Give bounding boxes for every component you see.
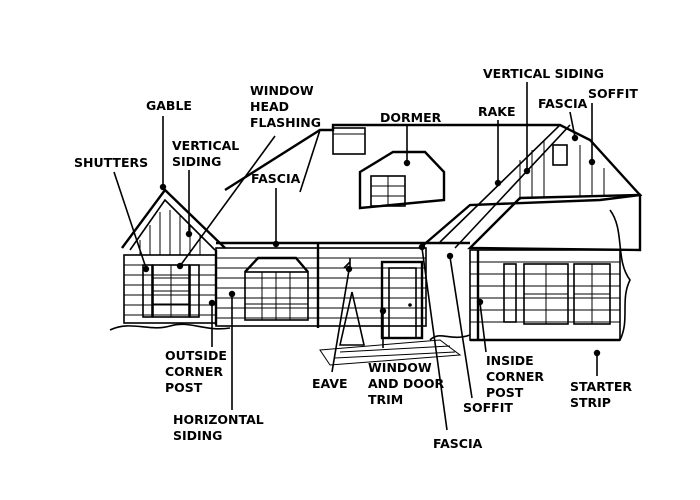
label-rake: RAKE <box>478 104 516 119</box>
main-wall-face <box>215 247 427 327</box>
right-wing <box>467 193 642 342</box>
dot-vertical-siding-left <box>185 230 193 238</box>
dormer-outline <box>358 150 446 210</box>
dot-outside-corner-post <box>208 299 216 307</box>
label-fascia-bottom: FASCIA <box>433 436 483 451</box>
leader-fascia-top <box>569 111 576 138</box>
leader-soffit-bottom <box>449 256 473 399</box>
label-window-door-trim-3: TRIM <box>368 392 403 407</box>
leader-lines <box>113 82 601 431</box>
dot-starter-strip <box>593 349 601 357</box>
label-eave: EAVE <box>312 376 348 391</box>
label-outside-corner-post-2: CORNER <box>165 364 223 379</box>
label-soffit-bottom: SOFFIT <box>463 400 513 415</box>
dormer-structure <box>358 150 446 210</box>
chimney <box>332 127 366 155</box>
dot-dormer <box>403 159 411 167</box>
left-shrubs <box>109 323 231 331</box>
house-illustration <box>109 123 643 366</box>
label-window-door-trim-1: WINDOW <box>368 360 432 375</box>
door-knob <box>408 303 412 307</box>
mid-shrubs <box>429 334 471 341</box>
leader-shutters <box>113 171 147 269</box>
landscaping <box>109 209 631 366</box>
front-walkway <box>319 339 462 366</box>
labels: GABLE WINDOW HEAD FLASHING DORMER VERTIC… <box>74 66 638 451</box>
front-door <box>388 267 417 339</box>
dot-eave <box>345 265 353 273</box>
leader-fascia-bottom <box>421 247 448 431</box>
right-shutter-left <box>503 263 517 323</box>
main-wall <box>215 241 470 340</box>
label-outside-corner-post-3: POST <box>165 380 203 395</box>
shutter-left <box>142 264 153 318</box>
label-dormer: DORMER <box>380 110 442 125</box>
walkway-stone-1 <box>339 345 451 353</box>
label-window-head-flashing-3: FLASHING <box>250 115 321 130</box>
dot-fascia-bottom <box>418 243 426 251</box>
left-gable-wing <box>121 188 226 325</box>
left-gable-inner <box>129 198 216 251</box>
label-outside-corner-post-1: OUTSIDE <box>165 348 227 363</box>
rake-edge-inner <box>454 124 571 249</box>
label-soffit-top: SOFFIT <box>588 86 638 101</box>
dot-window-door-trim <box>379 307 387 315</box>
leader-window-head-flashing <box>179 135 276 267</box>
dot-vertical-siding-top <box>523 167 531 175</box>
main-roof-outline <box>224 123 643 249</box>
dot-gable <box>159 183 167 191</box>
label-window-head-flashing-1: WINDOW <box>250 83 314 98</box>
label-window-door-trim-2: AND DOOR <box>368 376 444 391</box>
dot-inside-corner-post <box>476 298 484 306</box>
label-inside-corner-post-3: POST <box>486 385 524 400</box>
front-shrub <box>338 291 366 346</box>
dot-fascia-top <box>571 134 579 142</box>
label-shutters: SHUTTERS <box>74 155 148 170</box>
label-window-head-flashing-2: HEAD <box>250 99 289 114</box>
leader-eave <box>331 269 350 373</box>
dot-horizontal-siding <box>228 290 236 298</box>
bay-window-head <box>244 256 309 273</box>
dot-fascia-mid <box>272 240 280 248</box>
left-gable-roof <box>121 188 226 249</box>
dot-soffit-bottom <box>446 252 454 260</box>
label-starter-strip-2: STRIP <box>570 395 611 410</box>
dot-shutters <box>142 265 150 273</box>
label-inside-corner-post-1: INSIDE <box>486 353 534 368</box>
label-gable: GABLE <box>146 98 192 113</box>
leader-inside-corner-post <box>479 302 487 353</box>
label-starter-strip-1: STARTER <box>570 379 632 394</box>
right-tree <box>609 209 631 341</box>
label-vertical-siding-top: VERTICAL SIDING <box>483 66 604 81</box>
dot-window-head-flashing <box>176 262 184 270</box>
label-inside-corner-post-2: CORNER <box>486 369 544 384</box>
label-vertical-siding-left-1: VERTICAL <box>172 138 239 153</box>
main-gable-vertical-siding <box>519 140 605 200</box>
walkway-stone-2 <box>334 351 456 359</box>
shutter-right <box>189 264 200 318</box>
label-horizontal-siding-2: SIDING <box>173 428 222 443</box>
label-vertical-siding-left-2: SIDING <box>172 154 221 169</box>
dot-soffit-top <box>588 158 596 166</box>
roof-hip-line <box>299 129 321 193</box>
dot-rake <box>494 179 502 187</box>
label-fascia-top: FASCIA <box>538 96 588 111</box>
label-fascia-mid: FASCIA <box>251 171 301 186</box>
gable-vent <box>552 144 568 166</box>
label-horizontal-siding-1: HORIZONTAL <box>173 412 264 427</box>
